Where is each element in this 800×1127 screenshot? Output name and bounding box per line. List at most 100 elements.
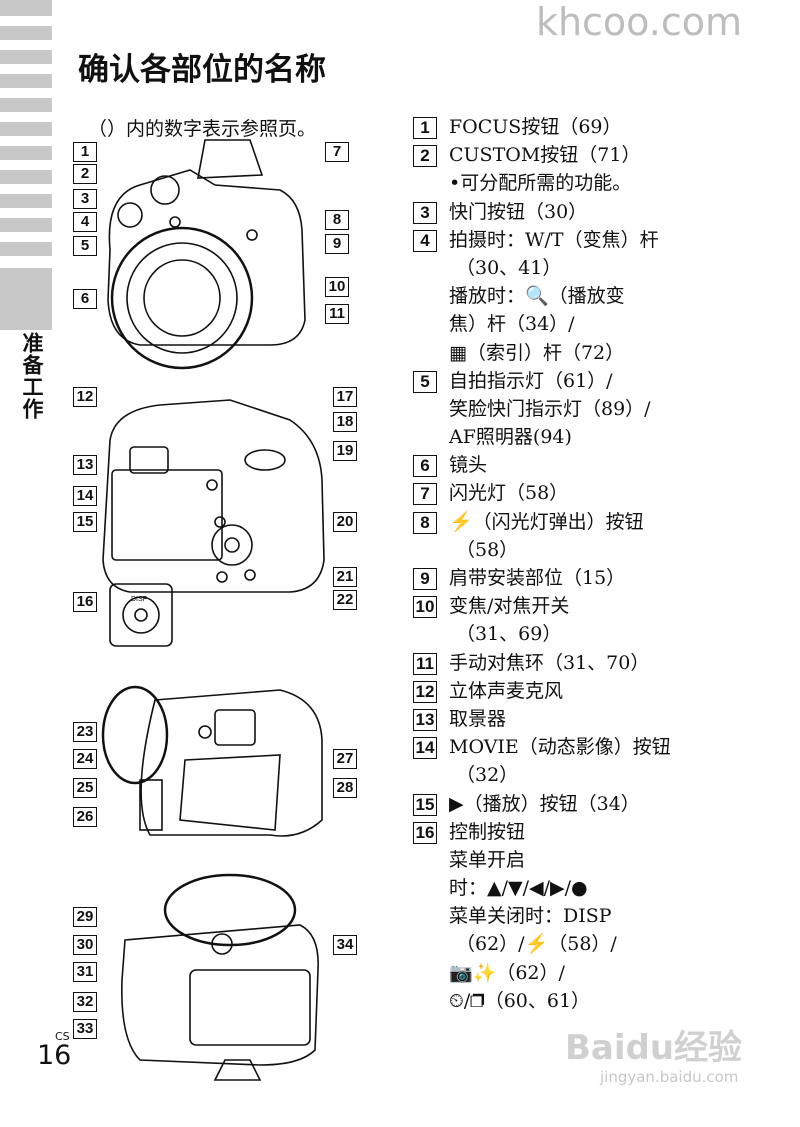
section-tab-label: 准备工作: [20, 332, 44, 420]
callout-number: 25: [73, 778, 97, 798]
part-description: CUSTOM按钮（71）: [449, 144, 641, 167]
part-line: 菜单关闭时：DISP: [412, 902, 792, 930]
part-line: 菜单开启: [412, 846, 792, 874]
callout-number: 15: [73, 512, 97, 532]
part-description: 快门按钮（30）: [449, 200, 588, 223]
part-description: 肩带安装部位（15）: [449, 567, 626, 589]
camera-front-view: [107, 139, 306, 370]
part-line: 时：▲/▼/◀/▶/●: [412, 874, 792, 902]
callout-number: 34: [333, 935, 357, 955]
camera-side-view: [101, 685, 323, 837]
part-description: ⚡（闪光灯弹出）按钮: [449, 510, 644, 533]
part-line: 16 控制按钮: [412, 818, 792, 846]
margin-stripe: [0, 194, 52, 208]
part-number-box: 11: [413, 652, 437, 675]
callout-number: 20: [333, 512, 357, 532]
margin-stripe: [0, 0, 52, 16]
watermark-baidu-url: jingyan.baidu.com: [600, 1068, 739, 1086]
part-number-box: 2: [413, 145, 437, 168]
callout-number: 6: [73, 289, 97, 309]
part-number-box: 13: [413, 708, 437, 731]
margin-stripe: [0, 122, 52, 136]
part-line: AF照明器(94): [412, 423, 792, 451]
part-description: 笑脸快门指示灯（89）/: [449, 397, 651, 420]
page-language-code: CS: [55, 1030, 70, 1043]
callout-number: 22: [333, 590, 357, 610]
part-line: ⏲/❐（60、61）: [412, 987, 792, 1015]
part-number-box: 16: [413, 821, 437, 844]
camera-bottom-view: [121, 873, 319, 1081]
callout-number: 31: [73, 962, 97, 982]
part-description: ▶（播放）按钮（34）: [449, 792, 640, 815]
part-number-box: 7: [413, 483, 437, 506]
callout-number: 13: [73, 455, 97, 475]
margin-stripe: [0, 50, 52, 64]
part-line: 笑脸快门指示灯（89）/: [412, 395, 792, 423]
callout-number: 27: [333, 749, 357, 769]
part-line: 📷✨（62）/: [412, 959, 792, 987]
part-line: 15▶（播放）按钮（34）: [412, 790, 792, 818]
margin-stripe: [0, 242, 52, 256]
part-description: 自拍指示灯（61）/: [449, 369, 613, 392]
part-line: （31、69）: [412, 620, 792, 648]
part-line: 焦）杆（34）/: [412, 310, 792, 338]
page-number: 16: [37, 1040, 72, 1071]
part-description: 播放时：🔍（播放变: [449, 285, 625, 308]
part-description: （30、41）: [456, 256, 562, 279]
control-dial-disp-label: DISP: [131, 596, 148, 603]
part-number-box: 3: [413, 201, 437, 224]
part-number-box: 8: [413, 511, 437, 534]
callout-number: 4: [73, 212, 97, 232]
part-line: •可分配所需的功能。: [412, 169, 792, 197]
part-line: 6 镜头: [412, 451, 792, 479]
callout-number: 12: [73, 387, 97, 407]
part-description: •可分配所需的功能。: [449, 172, 632, 195]
part-line: 10 变焦/对焦开关: [412, 592, 792, 620]
page-reference-note: （）内的数字表示参照页。: [88, 118, 317, 140]
part-line: 7 闪光灯（58）: [412, 479, 792, 507]
callout-number: 32: [73, 992, 97, 1012]
part-number-box: 1: [413, 117, 437, 139]
callout-number: 10: [325, 277, 349, 297]
callout-number: 23: [73, 722, 97, 742]
part-number-box: 6: [413, 455, 437, 478]
part-description: 拍摄时：W/T（变焦）杆: [449, 228, 659, 251]
part-number-box: 14: [413, 737, 437, 760]
callout-number: 3: [73, 189, 97, 209]
part-description: 镜头: [449, 454, 488, 477]
callout-number: 5: [73, 236, 97, 256]
callout-number: 29: [73, 907, 97, 927]
part-description: 立体声麦克风: [449, 679, 564, 702]
part-description: 菜单关闭时：DISP: [449, 905, 612, 928]
callout-number: 17: [333, 387, 357, 407]
camera-back-view: [102, 399, 325, 647]
part-description: 控制按钮: [449, 820, 526, 843]
callout-number: 11: [325, 304, 349, 324]
margin-stripe: [0, 74, 52, 88]
margin-stripe: [0, 26, 52, 40]
callout-number: 24: [73, 749, 97, 769]
section-tab-block: [0, 268, 52, 330]
part-line: （30、41）: [412, 254, 792, 282]
part-description: ▦（索引）杆（72）: [449, 341, 625, 364]
callout-number: 26: [73, 807, 97, 827]
callout-number: 2: [73, 164, 97, 184]
margin-stripe: [0, 170, 52, 184]
part-line: （58）: [412, 536, 792, 564]
part-line: 播放时：🔍（播放变: [412, 282, 792, 310]
part-description: 变焦/对焦开关: [449, 595, 570, 618]
part-description: 闪光灯（58）: [449, 482, 569, 505]
margin-stripe: [0, 218, 52, 232]
part-description: （58）: [456, 538, 519, 561]
callout-number: 18: [333, 412, 357, 432]
part-number-box: 10: [413, 596, 437, 619]
margin-stripe: [0, 98, 52, 112]
part-description: AF照明器(94): [449, 426, 572, 449]
part-line: 3 快门按钮（30）: [412, 198, 792, 226]
